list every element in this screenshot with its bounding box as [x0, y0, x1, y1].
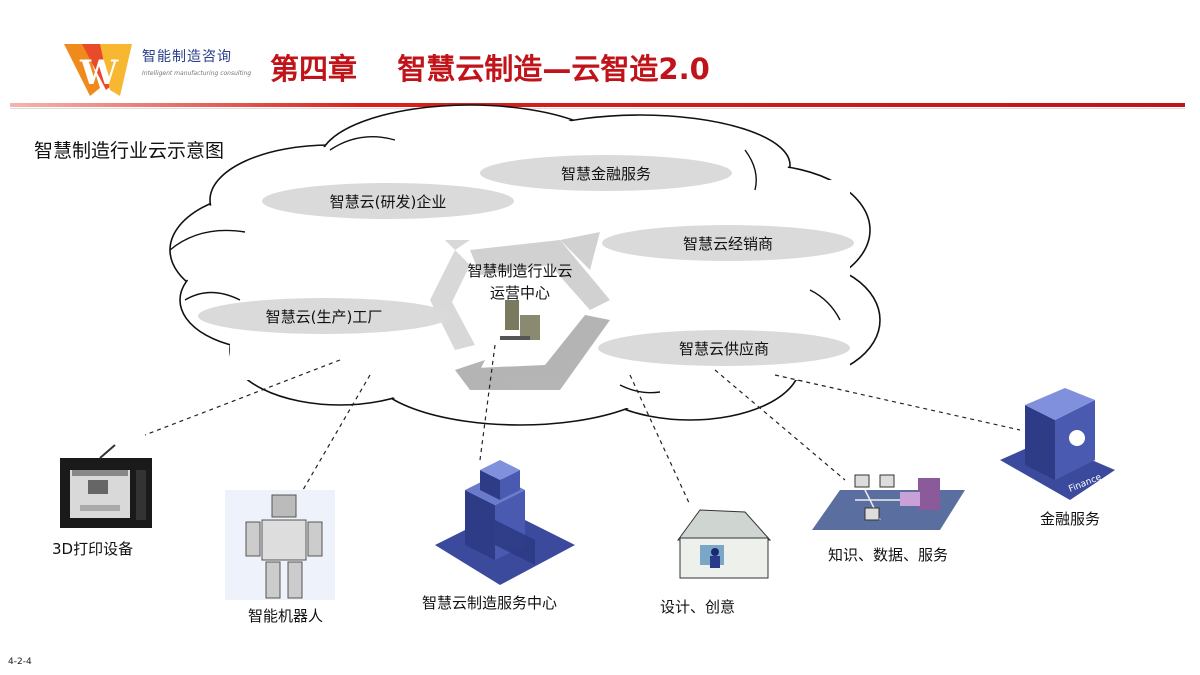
header-divider [10, 103, 1185, 107]
service-center-label: 智慧云制造服务中心 [422, 594, 558, 612]
diagram-title: 智慧制造行业云示意图 [34, 140, 225, 162]
robot-icon [225, 490, 335, 600]
3d-printer-icon [60, 444, 152, 528]
finance-building-icon: Finance [1000, 388, 1115, 500]
knowledge-network-icon [812, 474, 965, 530]
company-logo: W 智能制造咨询 Intelligent manufacturing consu… [60, 38, 252, 102]
design-house-icon [677, 509, 772, 579]
operation-center-line1: 智慧制造行业云 [467, 262, 573, 280]
logo-mark-icon: W [64, 44, 132, 96]
connector-lines [144, 344, 1021, 506]
finance-label: 金融服务 [1040, 510, 1101, 528]
printer-label: 3D打印设备 [52, 540, 134, 558]
robot-label: 智能机器人 [248, 607, 324, 625]
design-label: 设计、创意 [660, 598, 736, 616]
header-divider-shadow [10, 108, 1185, 109]
ellipse-rd-enterprise: 智慧云(研发)企业 [262, 183, 514, 219]
operation-center-label: 智慧制造行业云 运营中心 [440, 260, 600, 304]
chapter-title: 第四章 智慧云制造—云智造2.0 [270, 52, 710, 86]
ellipse-finance-service: 智慧金融服务 [480, 155, 732, 191]
operation-center-computer-icon [500, 300, 540, 340]
ellipse-production-factory: 智慧云(生产)工厂 [198, 298, 450, 334]
operation-center-line2: 运营中心 [489, 284, 550, 302]
page-number: 4-2-4 [8, 657, 32, 667]
logo-subtext: Intelligent manufacturing consulting [142, 70, 252, 77]
ellipse-supplier: 智慧云供应商 [598, 330, 850, 366]
svg-text:W: W [79, 53, 119, 93]
knowledge-label: 知识、数据、服务 [828, 546, 949, 564]
recycle-arrows-icon [430, 232, 610, 390]
ellipse-distributor: 智慧云经销商 [602, 225, 854, 261]
logo-text: 智能制造咨询 [142, 49, 232, 65]
service-center-building-icon [435, 460, 575, 585]
